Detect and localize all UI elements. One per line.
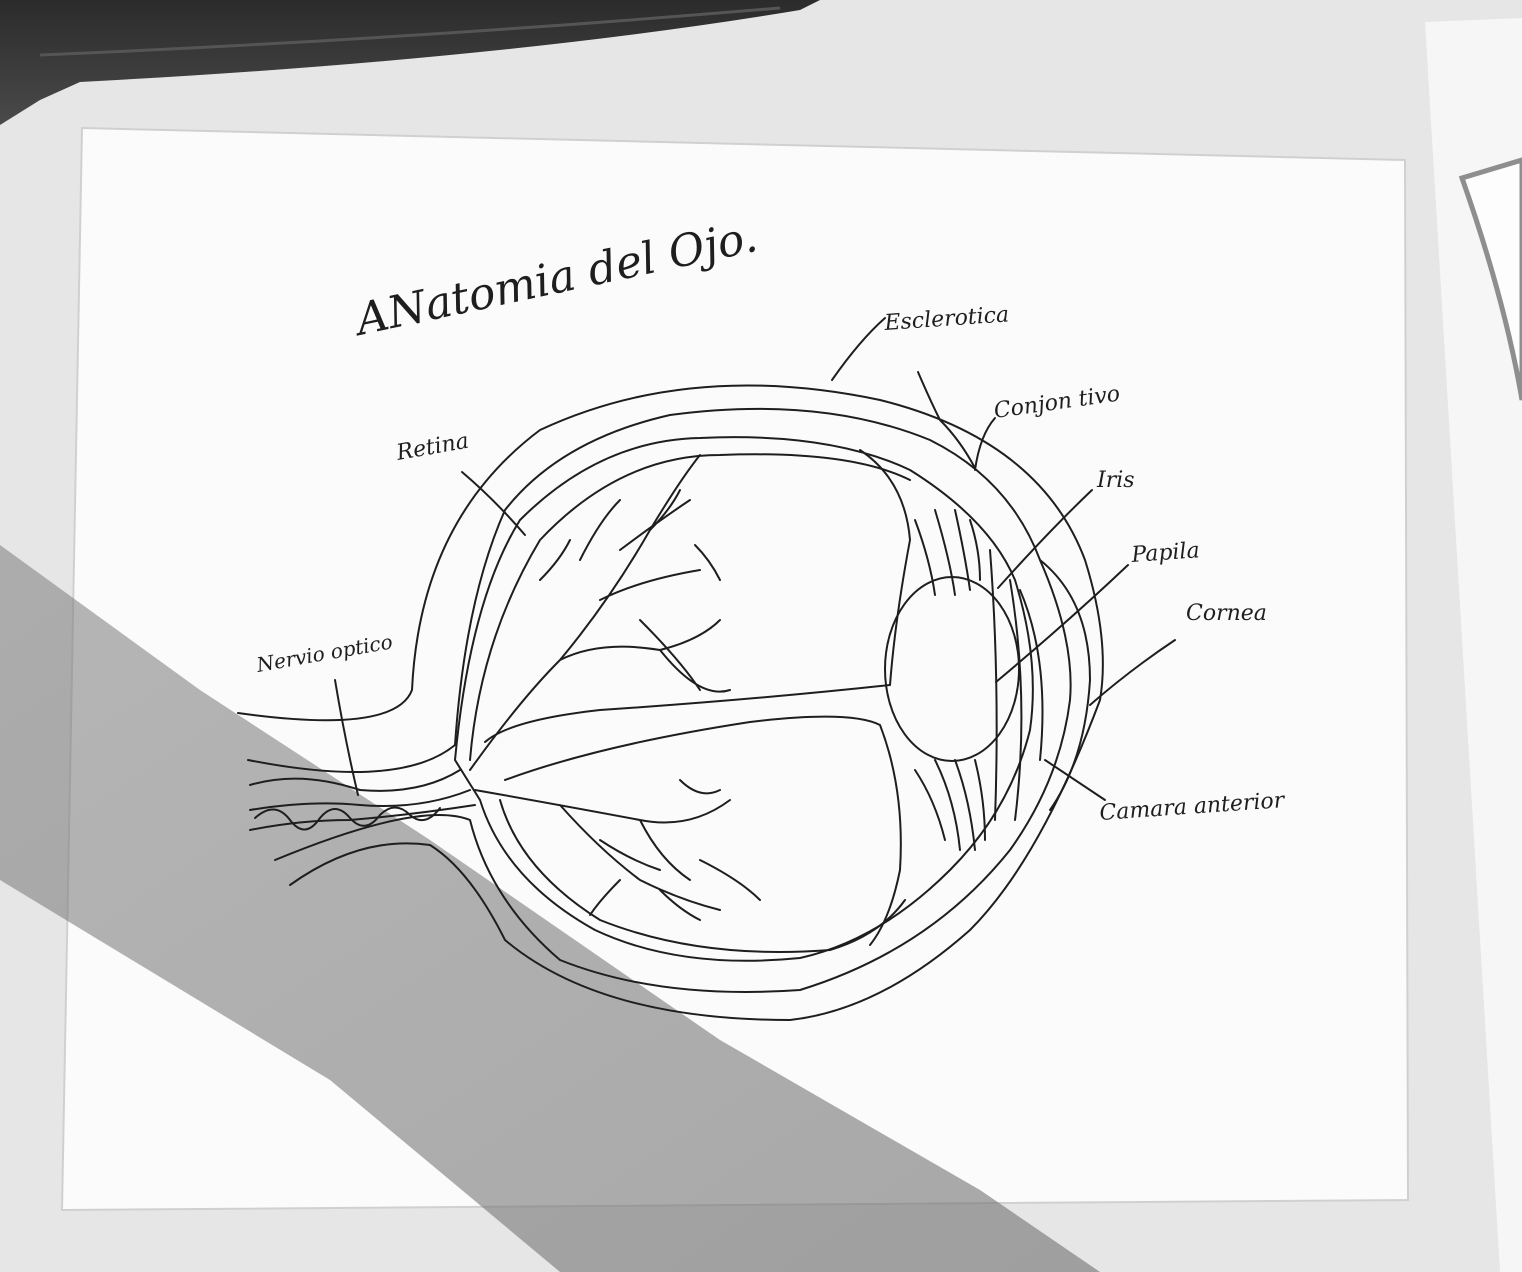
label-cornea: Cornea [1186,601,1267,626]
label-pupila: Papila [1130,538,1201,568]
label-iris: Iris [1096,468,1135,493]
